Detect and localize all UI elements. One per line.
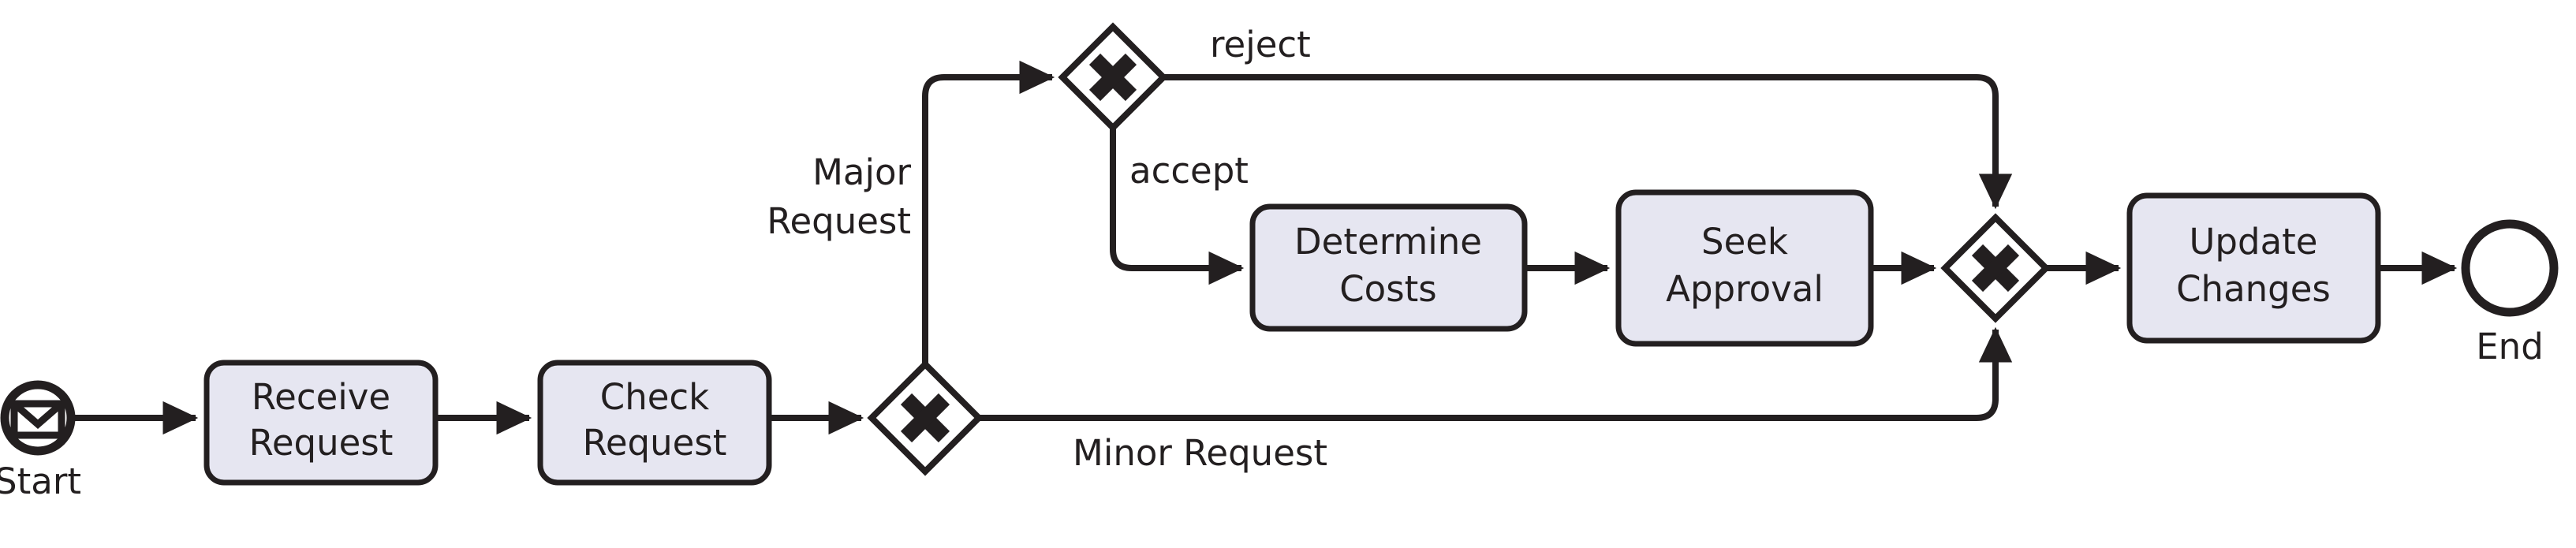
task-check-request-box bbox=[537, 360, 772, 486]
gateway-split-request-type[interactable] bbox=[867, 360, 984, 476]
flow-label-reject: reject bbox=[1210, 24, 1311, 65]
flow-approval-accept-to-determine bbox=[1110, 128, 1245, 285]
exclusive-x-icon bbox=[1088, 53, 1137, 102]
flow-approval-reject-to-merge bbox=[1163, 74, 2013, 210]
end-event[interactable] bbox=[2461, 219, 2559, 317]
task-receive-request-box bbox=[203, 360, 439, 486]
exclusive-x-icon bbox=[1971, 244, 2020, 293]
envelope-icon bbox=[10, 400, 65, 439]
task-seek-approval-line2: Approval bbox=[1666, 268, 1824, 310]
flow-split-minor-to-merge bbox=[979, 326, 2013, 421]
task-determine-costs-line1: Determine bbox=[1294, 221, 1482, 263]
task-receive-request-line1: Receive bbox=[252, 376, 390, 418]
task-update-changes-box bbox=[2126, 192, 2381, 344]
end-event-label: End bbox=[2476, 326, 2544, 367]
flow-label-accept: accept bbox=[1129, 150, 1249, 192]
gateway-merge[interactable] bbox=[1940, 213, 2051, 323]
flow-label-major-request-line2: Request bbox=[767, 200, 911, 242]
start-event[interactable] bbox=[0, 380, 76, 456]
flow-label-major-request-line1: Major bbox=[812, 151, 911, 193]
exclusive-x-icon bbox=[900, 393, 950, 443]
flow-label-minor-request: Minor Request bbox=[1073, 432, 1327, 474]
task-seek-approval-line1: Seek bbox=[1701, 221, 1788, 263]
flow-split-major-to-approval-gateway bbox=[922, 60, 1055, 364]
task-check-request-line1: Check bbox=[600, 376, 709, 418]
task-receive-request[interactable]: Receive Request bbox=[203, 360, 439, 486]
task-update-changes-line2: Changes bbox=[2176, 268, 2331, 310]
task-seek-approval[interactable]: Seek Approval bbox=[1615, 189, 1874, 347]
task-seek-approval-box bbox=[1615, 189, 1874, 347]
task-determine-costs[interactable]: Determine Costs bbox=[1249, 203, 1528, 332]
task-determine-costs-box bbox=[1249, 203, 1528, 332]
task-receive-request-line2: Request bbox=[249, 422, 394, 464]
task-check-request-line2: Request bbox=[583, 422, 727, 464]
gateway-split-approval[interactable] bbox=[1058, 22, 1168, 132]
start-event-label: Start bbox=[0, 460, 81, 502]
end-event-circle bbox=[2461, 219, 2559, 317]
task-determine-costs-line2: Costs bbox=[1339, 268, 1437, 310]
task-update-changes[interactable]: Update Changes bbox=[2126, 192, 2381, 344]
task-update-changes-line1: Update bbox=[2190, 221, 2318, 263]
task-check-request[interactable]: Check Request bbox=[537, 360, 772, 486]
